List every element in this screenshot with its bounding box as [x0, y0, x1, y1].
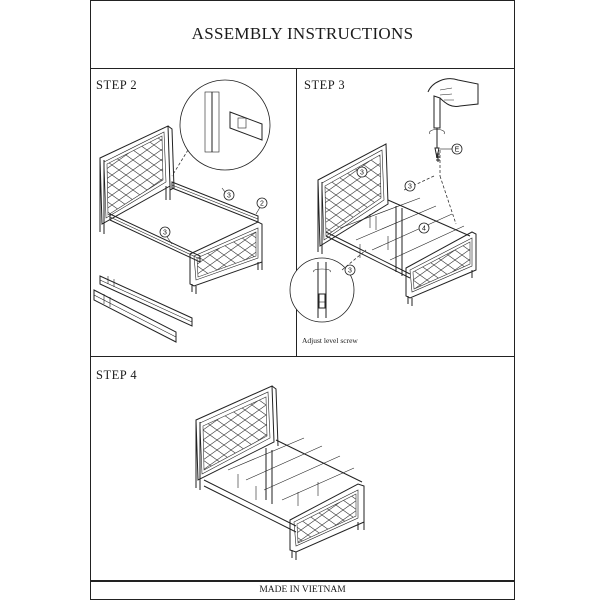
level-screw-detail: [289, 249, 367, 323]
footboard: [189, 221, 263, 294]
headboard: [317, 143, 389, 254]
callout-3-b: 3: [163, 230, 167, 237]
side-rail-top: [171, 181, 259, 223]
callout-2: 2: [260, 201, 264, 208]
callout-3-a: 3: [360, 170, 364, 177]
screw-e: E: [436, 143, 463, 162]
step2-label: STEP 2: [96, 78, 138, 92]
side-rail-lower: [109, 213, 201, 263]
callout-3-a: 3: [227, 193, 231, 200]
loose-rails: [93, 275, 193, 343]
footboard: [405, 231, 477, 306]
step2-callouts: 3 2 3: [159, 187, 268, 245]
assembled-footboard: [289, 483, 365, 560]
assembled-frame: [203, 437, 363, 533]
callout-3-b: 3: [408, 184, 412, 191]
bed-frame: [325, 197, 471, 279]
step2-illustration: 3 2 3: [93, 79, 271, 343]
assembled-headboard: [195, 385, 279, 490]
level-screw-note: Adjust level screw: [302, 336, 358, 345]
step4-illustration: [195, 385, 365, 560]
callout-4: 4: [422, 226, 426, 233]
step4-label: STEP 4: [96, 368, 138, 382]
made-in-label: MADE IN VIETNAM: [259, 585, 346, 595]
callout-e: E: [455, 147, 460, 154]
callout-3-c: 3: [348, 268, 352, 275]
detail-magnifier: [171, 79, 271, 177]
step3-label: STEP 3: [304, 78, 346, 92]
step3-illustration: E 3 3 4 3: [289, 78, 479, 323]
step3-callouts: 3 3 4 3: [344, 166, 430, 276]
headboard: [99, 125, 175, 234]
step4-panel: [90, 356, 515, 582]
page-title: ASSEMBLY INSTRUCTIONS: [191, 24, 414, 43]
hand-screwdriver: [427, 78, 479, 159]
